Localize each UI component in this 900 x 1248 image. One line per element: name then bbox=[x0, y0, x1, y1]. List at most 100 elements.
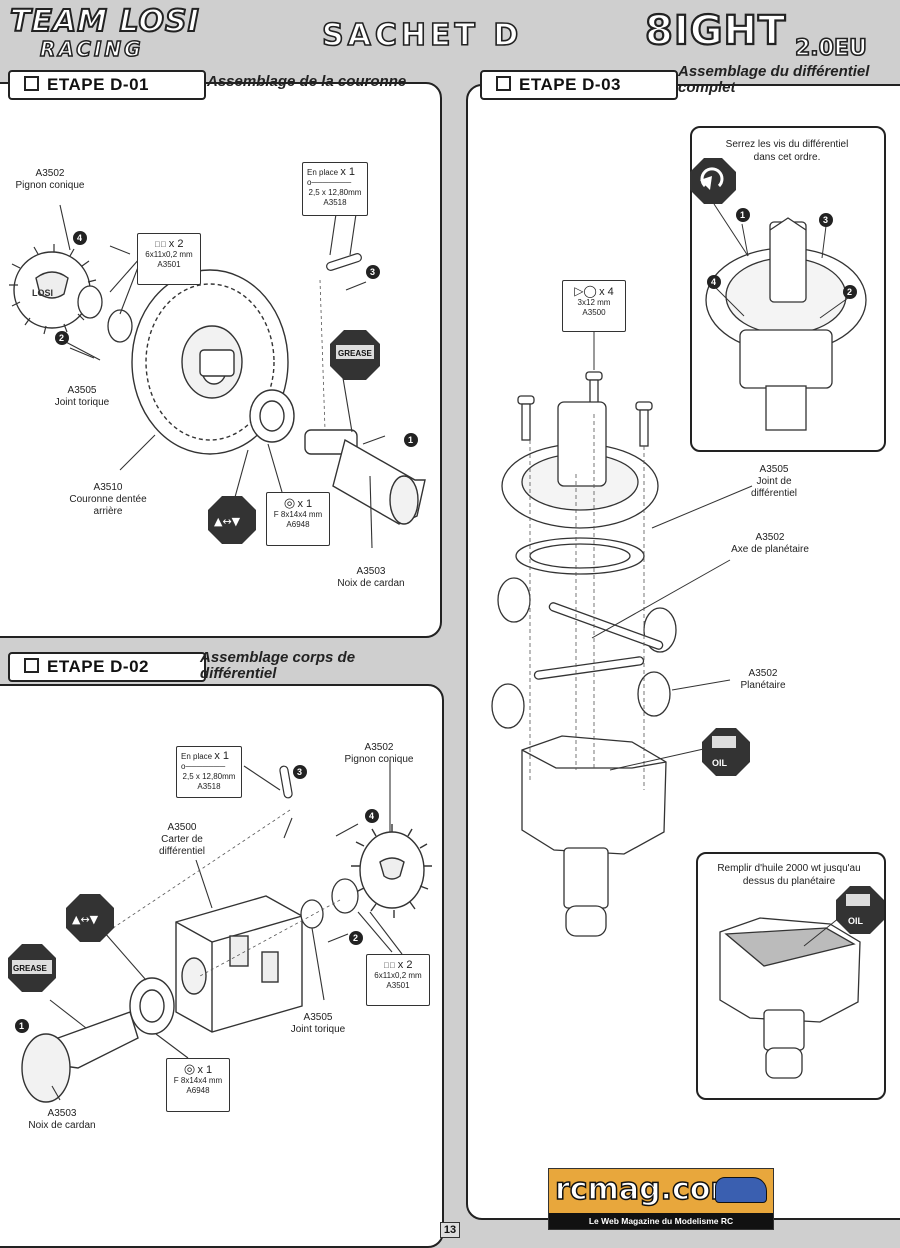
product-main: 8IGHT bbox=[644, 7, 787, 55]
product-sub: 2.0EU bbox=[794, 35, 867, 62]
step-d01-title: ETAPE D-01 bbox=[8, 70, 206, 100]
shim-icon bbox=[331, 878, 359, 914]
product-logo: 8IGHT 2.0EU bbox=[644, 7, 895, 64]
step-d02-title: ETAPE D-02 bbox=[8, 652, 206, 682]
grease-icon: GREASE bbox=[330, 330, 380, 380]
rc-car-icon bbox=[715, 1177, 767, 1203]
screw-order-2: 2 bbox=[843, 285, 857, 299]
oil-icon: OIL bbox=[836, 886, 884, 934]
press-fit-icon: ▲↔▼ bbox=[66, 894, 114, 942]
svg-text:4: 4 bbox=[711, 277, 716, 287]
pin-icon bbox=[326, 253, 362, 271]
section-title: SACHET D bbox=[321, 17, 523, 54]
diff-assembled-icon bbox=[705, 217, 867, 431]
svg-text:1: 1 bbox=[740, 210, 745, 220]
pinion-gear-icon bbox=[351, 824, 432, 918]
rotate-icon bbox=[690, 158, 736, 204]
checkbox-icon bbox=[24, 658, 39, 673]
step-d01-drawing: LOSI 1 2 3 4 bbox=[9, 204, 426, 549]
svg-text:OIL: OIL bbox=[848, 916, 864, 926]
screw-qty-icon: ▷◯ bbox=[574, 284, 597, 298]
step-number-2: 2 bbox=[55, 331, 69, 345]
svg-text:GREASE: GREASE bbox=[13, 964, 47, 973]
grease-icon: GREASE bbox=[8, 944, 56, 992]
svg-text:4: 4 bbox=[369, 811, 374, 821]
screw-order-4: 4 bbox=[707, 275, 721, 289]
screw-order-1: 1 bbox=[736, 208, 750, 222]
page-number: 13 bbox=[440, 1222, 460, 1238]
shim-qty-icon: ◯⃝ bbox=[383, 961, 396, 970]
svg-text:GREASE: GREASE bbox=[338, 349, 372, 358]
step-number-3: 3 bbox=[293, 765, 307, 779]
svg-text:2: 2 bbox=[847, 287, 852, 297]
svg-text:3: 3 bbox=[823, 215, 828, 225]
svg-text:LOSI: LOSI bbox=[32, 288, 53, 298]
pin-icon bbox=[279, 765, 293, 799]
rcmag-logo-text: rcmag.com bbox=[554, 1172, 742, 1208]
step-d01-subtitle: Assemblage de la couronne bbox=[207, 73, 407, 90]
oring-icon bbox=[107, 309, 133, 343]
step-d02-drawing: 1 2 3 4 GREASE ▲↔▼ bbox=[8, 760, 432, 1103]
brand-name: TEAM LOSI bbox=[9, 4, 200, 39]
svg-text:▲↔▼: ▲↔▼ bbox=[72, 913, 99, 926]
brand-sub: RACING bbox=[39, 37, 144, 61]
rcmag-logo[interactable]: rcmag.com Le Web Magazine du Modelisme R… bbox=[548, 1168, 774, 1230]
shim-qty-icon: ◯⃝ bbox=[154, 240, 167, 249]
svg-text:▲↔▼: ▲↔▼ bbox=[214, 515, 241, 528]
outdrive-cup-icon bbox=[304, 429, 426, 525]
svg-text:1: 1 bbox=[408, 435, 413, 445]
shim-icon bbox=[77, 285, 103, 319]
svg-text:OIL: OIL bbox=[712, 758, 728, 768]
ring-gear-icon bbox=[131, 269, 289, 455]
brand-logo: TEAM LOSI RACING bbox=[9, 4, 210, 64]
step-number-3: 3 bbox=[366, 265, 380, 279]
step-number-2: 2 bbox=[349, 931, 363, 945]
press-fit-icon: ▲↔▼ bbox=[208, 496, 256, 544]
svg-text:1: 1 bbox=[19, 1021, 24, 1031]
step-number-4: 4 bbox=[73, 231, 87, 245]
bearing-qty-icon: ◎ bbox=[283, 495, 296, 510]
step-number-1: 1 bbox=[404, 433, 418, 447]
step-d03-title: ETAPE D-03 bbox=[480, 70, 678, 100]
planet-gears-icon bbox=[491, 577, 677, 729]
bearing-icon bbox=[249, 389, 295, 443]
checkbox-icon bbox=[496, 76, 511, 91]
bearing-icon bbox=[129, 977, 175, 1035]
screw-order-3: 3 bbox=[819, 213, 833, 227]
bearing-qty-icon: ◎ bbox=[183, 1061, 196, 1076]
oil-fill-case-icon bbox=[719, 917, 861, 1079]
svg-text:2: 2 bbox=[59, 333, 64, 343]
step-number-1: 1 bbox=[15, 1019, 29, 1033]
step-number-4: 4 bbox=[365, 809, 379, 823]
svg-text:3: 3 bbox=[297, 767, 302, 777]
diff-case-icon bbox=[175, 895, 303, 1033]
oil-icon: OIL bbox=[702, 728, 750, 776]
checkbox-icon bbox=[24, 76, 39, 91]
svg-text:2: 2 bbox=[353, 933, 358, 943]
rcmag-logo-tagline: Le Web Magazine du Modelisme RC bbox=[549, 1213, 773, 1229]
svg-text:3: 3 bbox=[370, 267, 375, 277]
